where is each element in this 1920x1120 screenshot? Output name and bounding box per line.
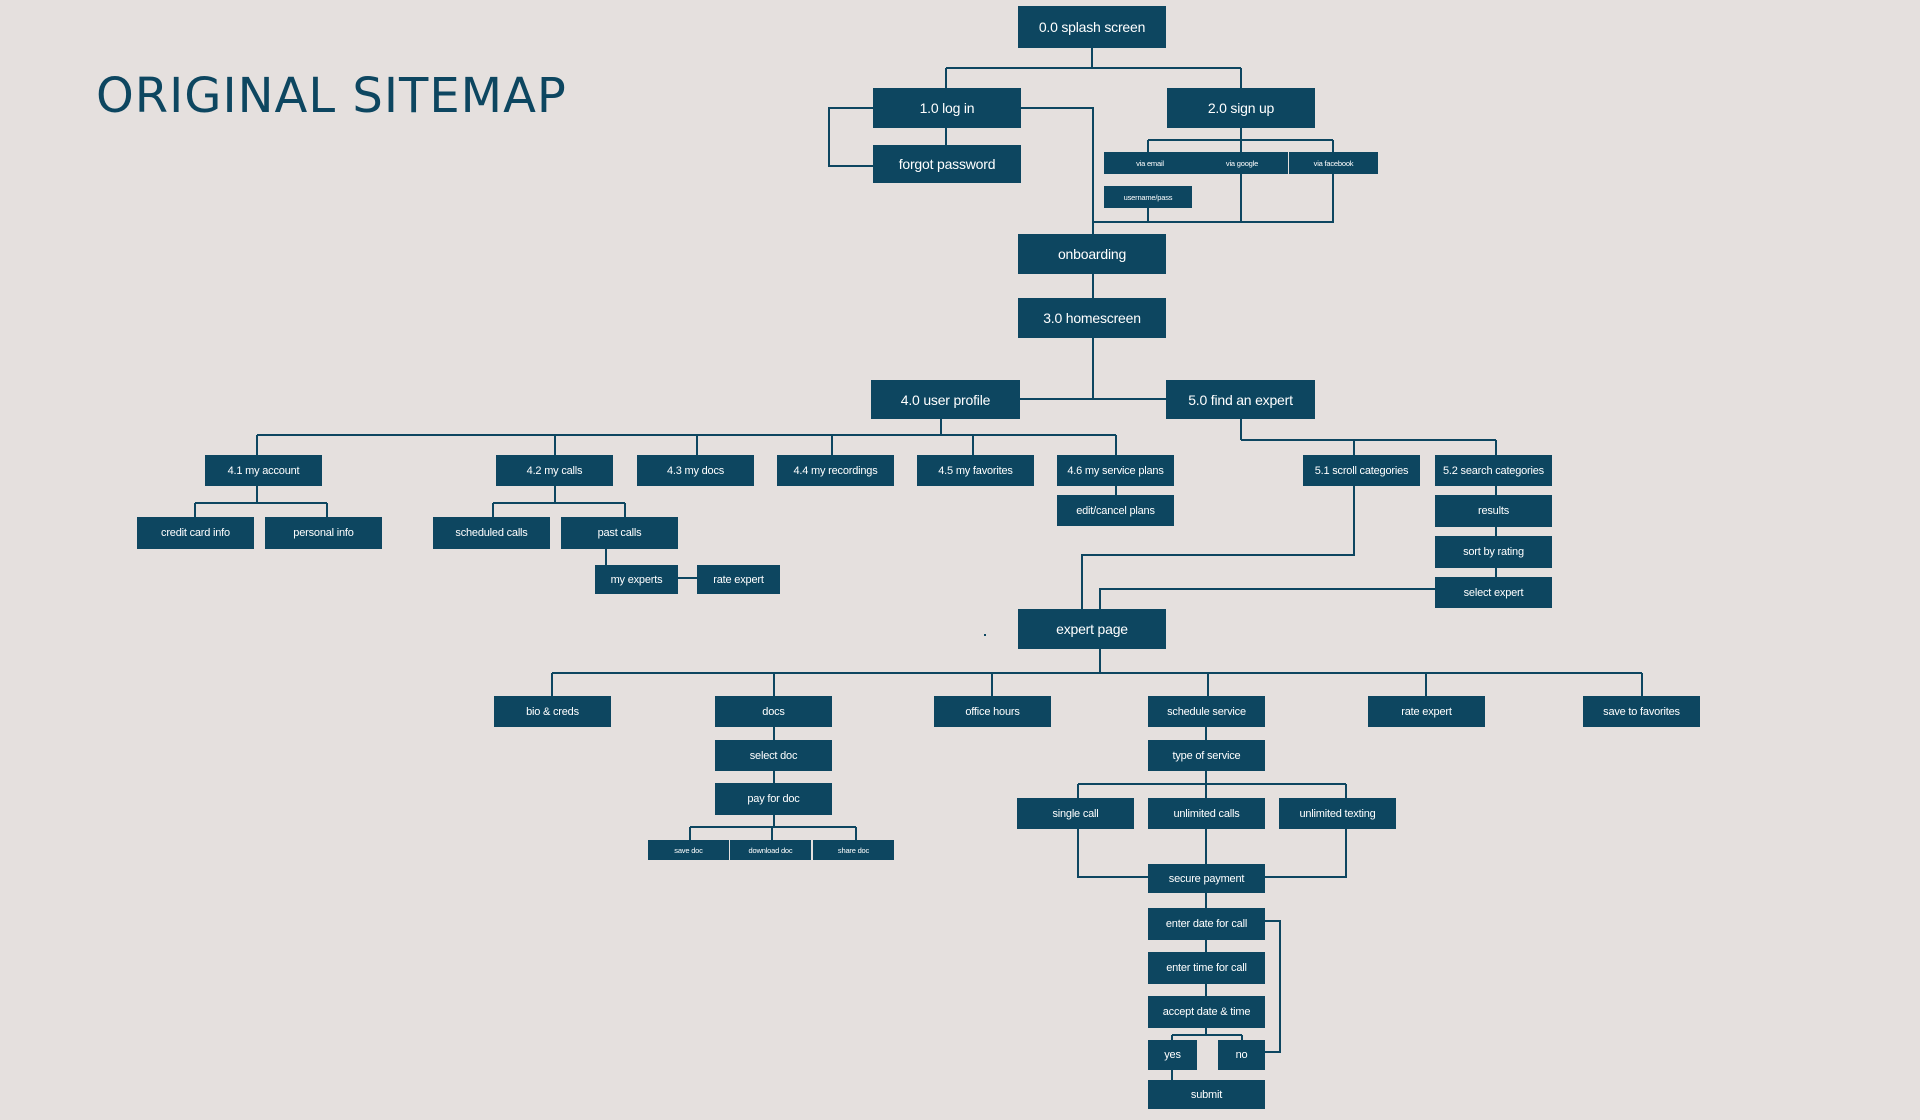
node-unlimited-texting: unlimited texting [1279,798,1396,829]
node-forgot-password: forgot password [873,145,1021,183]
connector-line [605,549,697,579]
node-personal-info: personal info [265,517,382,549]
node-my-service-plans: 4.6 my service plans [1057,455,1174,486]
connector-line [551,649,1643,696]
connector-line [256,419,1117,455]
node-bio-creds: bio & creds [494,696,611,727]
node-user-profile: 4.0 user profile [871,380,1020,419]
connector-line [1171,1028,1243,1040]
node-sign-up: 2.0 sign up [1167,88,1315,128]
connector-line [1020,107,1094,234]
node-sort-by-rating: sort by rating [1435,536,1552,568]
node-unlimited-calls: unlimited calls [1148,798,1265,829]
node-find-an-expert: 5.0 find an expert [1166,380,1315,419]
node-log-in: 1.0 log in [873,88,1021,128]
connector-line [194,486,328,517]
node-expert-page: expert page [1018,609,1166,649]
connector-line [1077,771,1347,800]
node-results: results [1435,495,1552,527]
connector-line [1081,486,1355,609]
connector-line [1147,128,1334,152]
connector-line [1099,588,1436,609]
node-my-account: 4.1 my account [205,455,322,486]
node-via-google: via google [1196,152,1288,174]
node-my-recordings: 4.4 my recordings [777,455,894,486]
node-homescreen: 3.0 homescreen [1018,298,1166,338]
node-rate-expert: rate expert [1368,696,1485,727]
node-pay-for-doc: pay for doc [715,783,832,815]
connector-line [1093,174,1334,223]
node-no: no [1218,1040,1265,1070]
connector-line [492,486,626,517]
connector-line [945,48,1242,88]
node-onboarding: onboarding [1018,234,1166,274]
node-via-email: via email [1104,152,1196,174]
stray-dot [984,634,986,636]
node-my-docs: 4.3 my docs [637,455,754,486]
node-save-doc: save doc [648,840,729,860]
node-single-call: single call [1017,798,1134,829]
node-via-facebook: via facebook [1289,152,1378,174]
node-select-expert: select expert [1435,577,1552,608]
node-scroll-categories: 5.1 scroll categories [1303,455,1420,486]
connector-line [1240,419,1497,455]
node-search-categories: 5.2 search categories [1435,455,1552,486]
node-rate-expert-calls: rate expert [697,565,780,594]
node-type-of-service: type of service [1148,740,1265,771]
node-username-pass: username/pass [1104,186,1192,208]
node-accept-date-time: accept date & time [1148,996,1265,1028]
node-save-to-favorites: save to favorites [1583,696,1700,727]
node-submit: submit [1148,1080,1265,1109]
node-edit-cancel-plans: edit/cancel plans [1057,495,1174,526]
node-download-doc: download doc [730,840,811,860]
node-office-hours: office hours [934,696,1051,727]
connector-line [689,815,857,840]
node-secure-payment: secure payment [1148,864,1265,893]
node-schedule-service: schedule service [1148,696,1265,727]
connector-line [1077,829,1347,878]
node-my-calls: 4.2 my calls [496,455,613,486]
node-docs: docs [715,696,832,727]
node-scheduled-calls: scheduled calls [433,517,550,549]
node-my-favorites: 4.5 my favorites [917,455,1034,486]
node-past-calls: past calls [561,517,678,549]
node-splash-screen: 0.0 splash screen [1018,6,1166,48]
node-enter-time-for-call: enter time for call [1148,952,1265,984]
node-my-experts: my experts [595,565,678,594]
connector-line [1020,338,1166,400]
page-title: ORIGINAL SITEMAP [96,68,567,124]
node-share-doc: share doc [813,840,894,860]
node-select-doc: select doc [715,740,832,771]
node-enter-date-for-call: enter date for call [1148,908,1265,940]
node-credit-card-info: credit card info [137,517,254,549]
node-yes: yes [1148,1040,1197,1070]
connector-line [1265,920,1281,1053]
connector-line [828,107,873,167]
